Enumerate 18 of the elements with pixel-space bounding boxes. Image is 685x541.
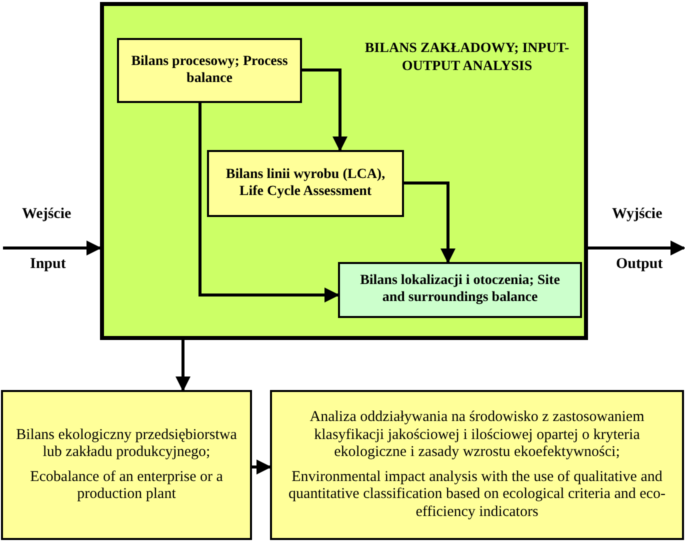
flow-label: Input (30, 255, 66, 274)
flow-label: Output (616, 255, 663, 274)
box-heading: BILANS ZAKŁADOWY; INPUT-OUTPUT ANALYSIS (364, 40, 570, 75)
arrow (302, 68, 348, 152)
flow-label: Wyjście (612, 205, 662, 224)
system-box (100, 2, 588, 340)
process-box: Analiza oddziaływania na środowisko z zastosowaniem klasyfikacji jakościowej i ilościowej opartej o kryteria ekologiczne i zasady wzrostu ekoefektywności; Environmental impact analysis with the use of qualitative and quantitative classification based on ecological criteria and eco-efficiency indicators (270, 390, 684, 540)
arrow (198, 103, 340, 302)
arrow (3, 240, 102, 256)
arrow (176, 340, 190, 392)
process-box: Bilans ekologiczny przedsiębiorstwa lub zakładu produkcyjnego; Ecobalance of an enterprise or a production plant (1, 390, 252, 540)
arrow (588, 240, 685, 256)
arrow (252, 460, 272, 474)
process-box: Bilans lokalizacji i otoczenia; Site and surroundings balance (338, 262, 582, 318)
process-box: Bilans procesowy; Process balance (117, 38, 302, 103)
arrow (404, 182, 456, 264)
flow-label: Wejście (22, 205, 72, 224)
process-box: Bilans linii wyrobu (LCA), Life Cycle Assessment (207, 150, 404, 217)
